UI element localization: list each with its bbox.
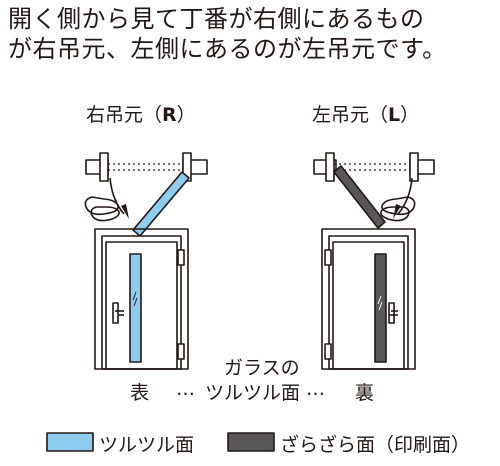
door-leaf-open-icon <box>333 165 386 229</box>
slippers-icon <box>84 196 120 222</box>
glass-slit-smooth <box>129 253 142 363</box>
glass-glint <box>132 291 137 301</box>
glass-glint <box>133 297 138 307</box>
legend-smooth-swatch <box>46 432 94 452</box>
legend-rough-swatch <box>227 432 275 452</box>
hinge-top-icon <box>177 249 185 266</box>
glass-slit-rough <box>374 253 387 363</box>
back-label: 裏 <box>355 382 375 404</box>
heading: 開く側から見て丁番が右側にあるもの が右吊元、左側にあるのが左吊元です。 <box>8 4 496 64</box>
door-frame-inner <box>328 235 409 370</box>
legend-rough-label: ざらざら面（印刷面） <box>280 434 471 456</box>
right-hinge-title: 右吊元（R） <box>86 104 196 126</box>
wall-left-icon <box>313 159 337 175</box>
hinge-top-icon <box>324 249 332 266</box>
right-hinge-top-view <box>84 152 208 237</box>
door-leaf-open-icon <box>132 171 190 237</box>
heading-line-1: 開く側から見て丁番が右側にあるもの <box>8 5 425 33</box>
right-hinge-door-elevation <box>94 228 189 370</box>
left-hinge-door-elevation <box>321 228 416 370</box>
hinge-bottom-icon <box>324 343 332 360</box>
frame-jamb-right-icon <box>409 152 419 182</box>
dots-right: … <box>306 378 325 400</box>
arrow-head-icon <box>121 204 129 219</box>
slippers-icon <box>380 196 416 222</box>
hinge-bottom-icon <box>177 343 185 360</box>
door-frame <box>321 228 416 370</box>
swing-arc-icon <box>397 177 413 215</box>
front-label: 表 <box>130 382 150 404</box>
door-panel <box>332 241 405 370</box>
door-handle-icon <box>112 302 124 324</box>
swing-arc-icon <box>109 177 125 215</box>
frame-jamb-left-icon <box>325 152 335 182</box>
glass-label-line-1: ガラスの <box>224 357 300 379</box>
heading-line-2: が右吊元、左側にあるのが左吊元です。 <box>8 35 447 63</box>
door-panel <box>105 241 178 370</box>
left-hinge-top-view <box>313 152 435 229</box>
legend-smooth-label: ツルツル面 <box>99 434 195 456</box>
glass-glint <box>377 295 382 305</box>
glass-label-line-2: ツルツル面 <box>205 382 301 404</box>
door-handle-icon <box>388 302 398 324</box>
glass-glint <box>378 301 383 311</box>
left-hinge-title: 左吊元（L） <box>312 104 420 126</box>
frame-jamb-left-icon <box>99 152 109 182</box>
dots-left: … <box>176 378 195 400</box>
